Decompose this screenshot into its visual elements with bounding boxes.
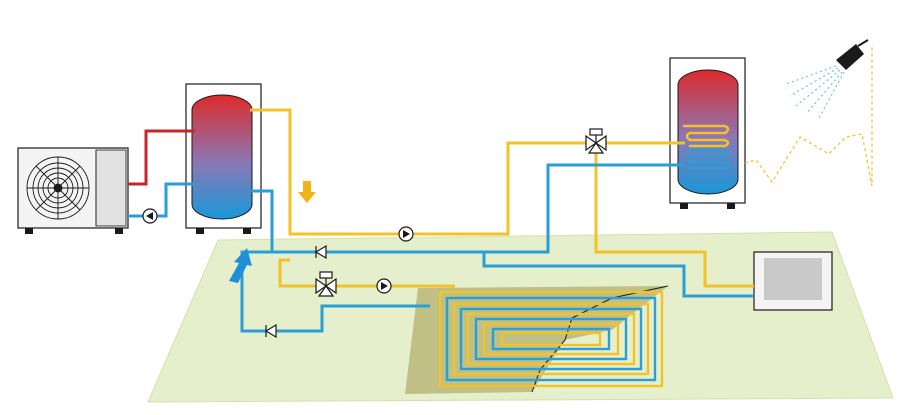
cold-return-pipe	[240, 163, 754, 333]
circulation-pump-icon	[376, 278, 392, 294]
flow-arrow-icon	[229, 248, 252, 283]
check-valve-icon	[264, 323, 277, 339]
heat-pump-fan-icon	[26, 156, 90, 220]
hot-water-dashed-line	[744, 45, 873, 187]
buffer-tank	[185, 83, 262, 234]
circulation-pump-icon	[142, 208, 158, 224]
three-way-valve-icon	[585, 128, 607, 154]
three-way-valve-icon	[315, 271, 337, 297]
check-valve-icon	[314, 244, 327, 260]
heating-circuit-box	[753, 251, 833, 311]
heating-coil-icon	[682, 124, 730, 170]
heat-pump-outdoor-unit	[17, 147, 129, 234]
shower-head-icon	[836, 39, 869, 70]
heat-pump-supply-pipe	[128, 129, 195, 186]
display-panel	[764, 258, 822, 300]
underfloor-heating-coil	[438, 290, 664, 388]
flow-arrow-icon	[298, 181, 316, 203]
shower-spray	[785, 65, 845, 121]
circulation-pump-icon	[398, 226, 414, 242]
